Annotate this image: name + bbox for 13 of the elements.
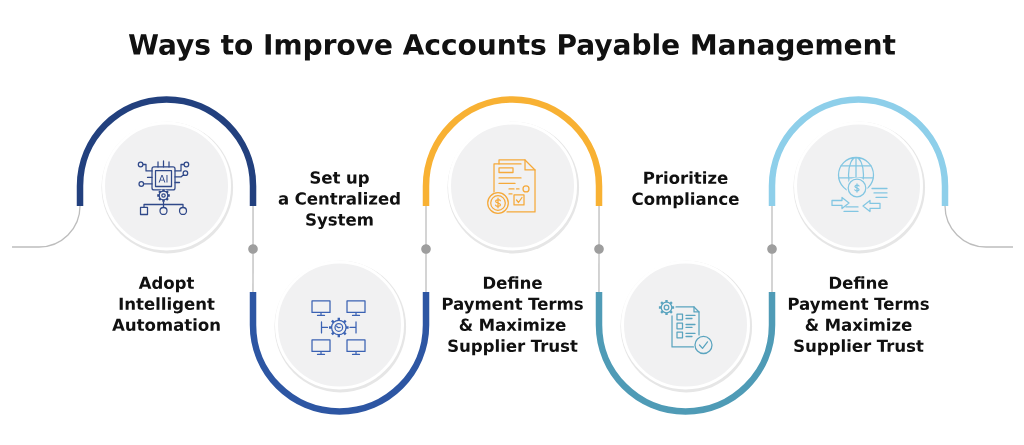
connector-line [425, 205, 427, 293]
connector-line [598, 205, 600, 293]
lead-line [11, 205, 81, 248]
icon-text: AI [158, 175, 168, 183]
lead-line [944, 205, 1014, 248]
connector-line [771, 205, 773, 293]
title: Ways to Improve Accounts Payable Management [128, 33, 896, 61]
step-title: Adopt Intelligent Automation [112, 276, 220, 332]
step-title: Set up a Centralized System [278, 171, 400, 230]
step-title: Prioritize Compliance [632, 171, 739, 209]
step-title: Define Payment Terms & Maximize Supplier Trust [442, 276, 583, 356]
connector-line [252, 205, 254, 293]
step-title: Define Payment Terms & Maximize Supplier Trust [788, 276, 929, 356]
